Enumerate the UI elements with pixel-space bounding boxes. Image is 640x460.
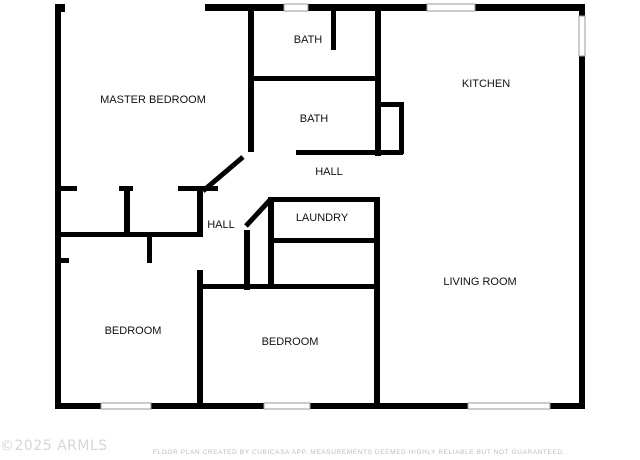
- laundry-top-wall: [268, 197, 380, 202]
- bath-wall-left: [248, 4, 254, 152]
- disclaimer-text: FLOOR PLAN CREATED BY CUBICASA APP. MEAS…: [153, 449, 566, 456]
- bath-partition: [331, 4, 336, 50]
- window-bedroom-left: [100, 402, 152, 410]
- copyright-watermark: ©2025 ARMLS: [0, 438, 108, 454]
- label-hall-side: HALL: [207, 219, 235, 231]
- hall-door-jamb: [244, 230, 250, 290]
- hall-left-wall: [197, 270, 203, 408]
- label-living-room: LIVING ROOM: [443, 276, 516, 288]
- bedroom-top-wall: [200, 284, 378, 289]
- outer-wall-right: [579, 56, 585, 409]
- bedroom-closet-ledge: [55, 258, 69, 263]
- closet-wall-right: [197, 186, 203, 237]
- bath-wall-middle: [252, 76, 378, 81]
- label-bath-upper: BATH: [294, 34, 323, 46]
- bath-nook-side: [399, 102, 404, 154]
- closet-wall-bottom: [55, 232, 203, 237]
- diagonal-wall-upper: [201, 155, 245, 193]
- bedroom-closet-stub: [147, 236, 152, 263]
- window-bedroom-right: [263, 402, 311, 410]
- closet-wall-top-left: [55, 186, 77, 191]
- label-hall-main: HALL: [315, 166, 343, 178]
- bath-wall-right: [375, 4, 381, 156]
- outer-wall-right-top: [579, 4, 585, 16]
- window-right-upper: [578, 15, 586, 57]
- bath-nook-top: [378, 102, 403, 107]
- label-kitchen: KITCHEN: [462, 78, 510, 90]
- windows: [100, 3, 586, 410]
- room-labels: MASTER BEDROOM BATH BATH KITCHEN HALL HA…: [100, 34, 517, 348]
- walls: [55, 4, 585, 409]
- label-bedroom-left: BEDROOM: [105, 325, 162, 337]
- living-bottom-gap-wall: [378, 403, 388, 409]
- label-bath-lower: BATH: [300, 113, 329, 125]
- label-bedroom-right: BEDROOM: [262, 336, 319, 348]
- window-kitchen-top: [426, 3, 476, 12]
- outer-wall-top: [205, 4, 580, 11]
- closet-divider: [124, 186, 130, 234]
- outer-wall-left: [55, 4, 61, 409]
- diagonal-wall-lower: [244, 198, 272, 228]
- outer-wall-bottom: [55, 403, 585, 409]
- laundry-left-wall: [268, 197, 274, 289]
- hall-door-sill: [244, 284, 274, 289]
- label-laundry: LAUNDRY: [296, 212, 349, 224]
- window-living: [467, 402, 551, 410]
- window-bath-top: [283, 3, 309, 12]
- bedroom-right-wall: [374, 197, 380, 408]
- label-master-bedroom: MASTER BEDROOM: [100, 94, 206, 106]
- bath-wall-bottom: [296, 150, 403, 155]
- laundry-bottom-wall: [268, 238, 380, 243]
